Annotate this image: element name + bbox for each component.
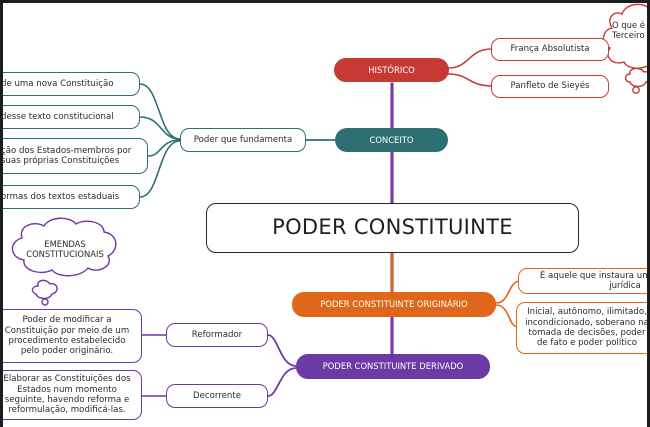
central-title: PODER CONSTITUINTE (272, 215, 513, 240)
originario-label: PODER CONSTITUINTE ORIGINÁRIO (320, 299, 468, 310)
originario-item-1[interactable]: É aquele que instaura uma nova ordem jur… (518, 268, 650, 294)
conceito-item-1[interactable]: de uma nova Constituição (0, 72, 140, 96)
derivado-label: PODER CONSTITUINTE DERIVADO (322, 361, 464, 372)
emendas-thought-text: EMENDAS CONSTITUCIONAIS (26, 238, 104, 259)
derivado-node[interactable]: PODER CONSTITUINTE DERIVADO (296, 354, 490, 379)
historico-item-text: França Absolutista (510, 44, 590, 55)
decorrente-text: Elaborar as Constituições dos Estados nu… (3, 374, 131, 416)
conceito-item-text: desse texto constitucional (1, 111, 114, 122)
originario-item-2[interactable]: Inicial, autônomo, ilimitado, incondicio… (516, 302, 650, 354)
conceito-item-text: de uma nova Constituição (1, 78, 114, 89)
originario-node[interactable]: PODER CONSTITUINTE ORIGINÁRIO (292, 292, 496, 317)
decorrente-label: Decorrente (192, 390, 241, 401)
thought-cloud-emendas (11, 217, 117, 306)
historico-item-franca[interactable]: França Absolutista (491, 38, 609, 61)
historico-thought-text: O que é o Terceiro Estado? (612, 19, 650, 40)
thought-cloud-historico (602, 3, 650, 94)
decorrente-description[interactable]: Elaborar as Constituições dos Estados nu… (0, 370, 142, 420)
conceito-item-text: ção dos Estados-membros por suas própria… (1, 145, 132, 166)
historico-label: HISTÓRICO (368, 64, 415, 75)
derivado-decorrente-node[interactable]: Decorrente (166, 384, 268, 408)
conceito-item-2[interactable]: desse texto constitucional (0, 105, 140, 129)
reformador-text: Poder de modificar a Constituição por me… (4, 315, 130, 357)
derivado-reformador-node[interactable]: Reformador (166, 323, 268, 347)
originario-item-text: Inicial, autônomo, ilimitado, incondicio… (525, 307, 649, 349)
historico-thought: O que é o Terceiro Estado? (612, 12, 650, 48)
conceito-label: CONCEITO (369, 134, 414, 145)
historico-node[interactable]: HISTÓRICO (334, 58, 449, 82)
conceito-sub-label: Poder que fundamenta (193, 134, 293, 145)
reformador-label: Reformador (191, 329, 243, 340)
conceito-sub-node[interactable]: Poder que fundamenta (180, 128, 306, 152)
historico-item-text: Panfleto de Sieyés (510, 81, 590, 92)
emendas-thought: EMENDAS CONSTITUCIONAIS (22, 232, 108, 266)
central-topic[interactable]: PODER CONSTITUINTE (206, 203, 579, 253)
historico-item-sieyes[interactable]: Panfleto de Sieyés (491, 75, 609, 98)
reformador-description[interactable]: Poder de modificar a Constituição por me… (0, 309, 142, 363)
conceito-item-3[interactable]: ção dos Estados-membros por suas própria… (0, 138, 148, 174)
conceito-item-text: ormas dos textos estaduais (1, 191, 120, 202)
conceito-item-4[interactable]: ormas dos textos estaduais (0, 185, 140, 209)
originario-item-text: É aquele que instaura uma nova ordem jur… (539, 270, 650, 291)
conceito-node[interactable]: CONCEITO (335, 128, 448, 152)
